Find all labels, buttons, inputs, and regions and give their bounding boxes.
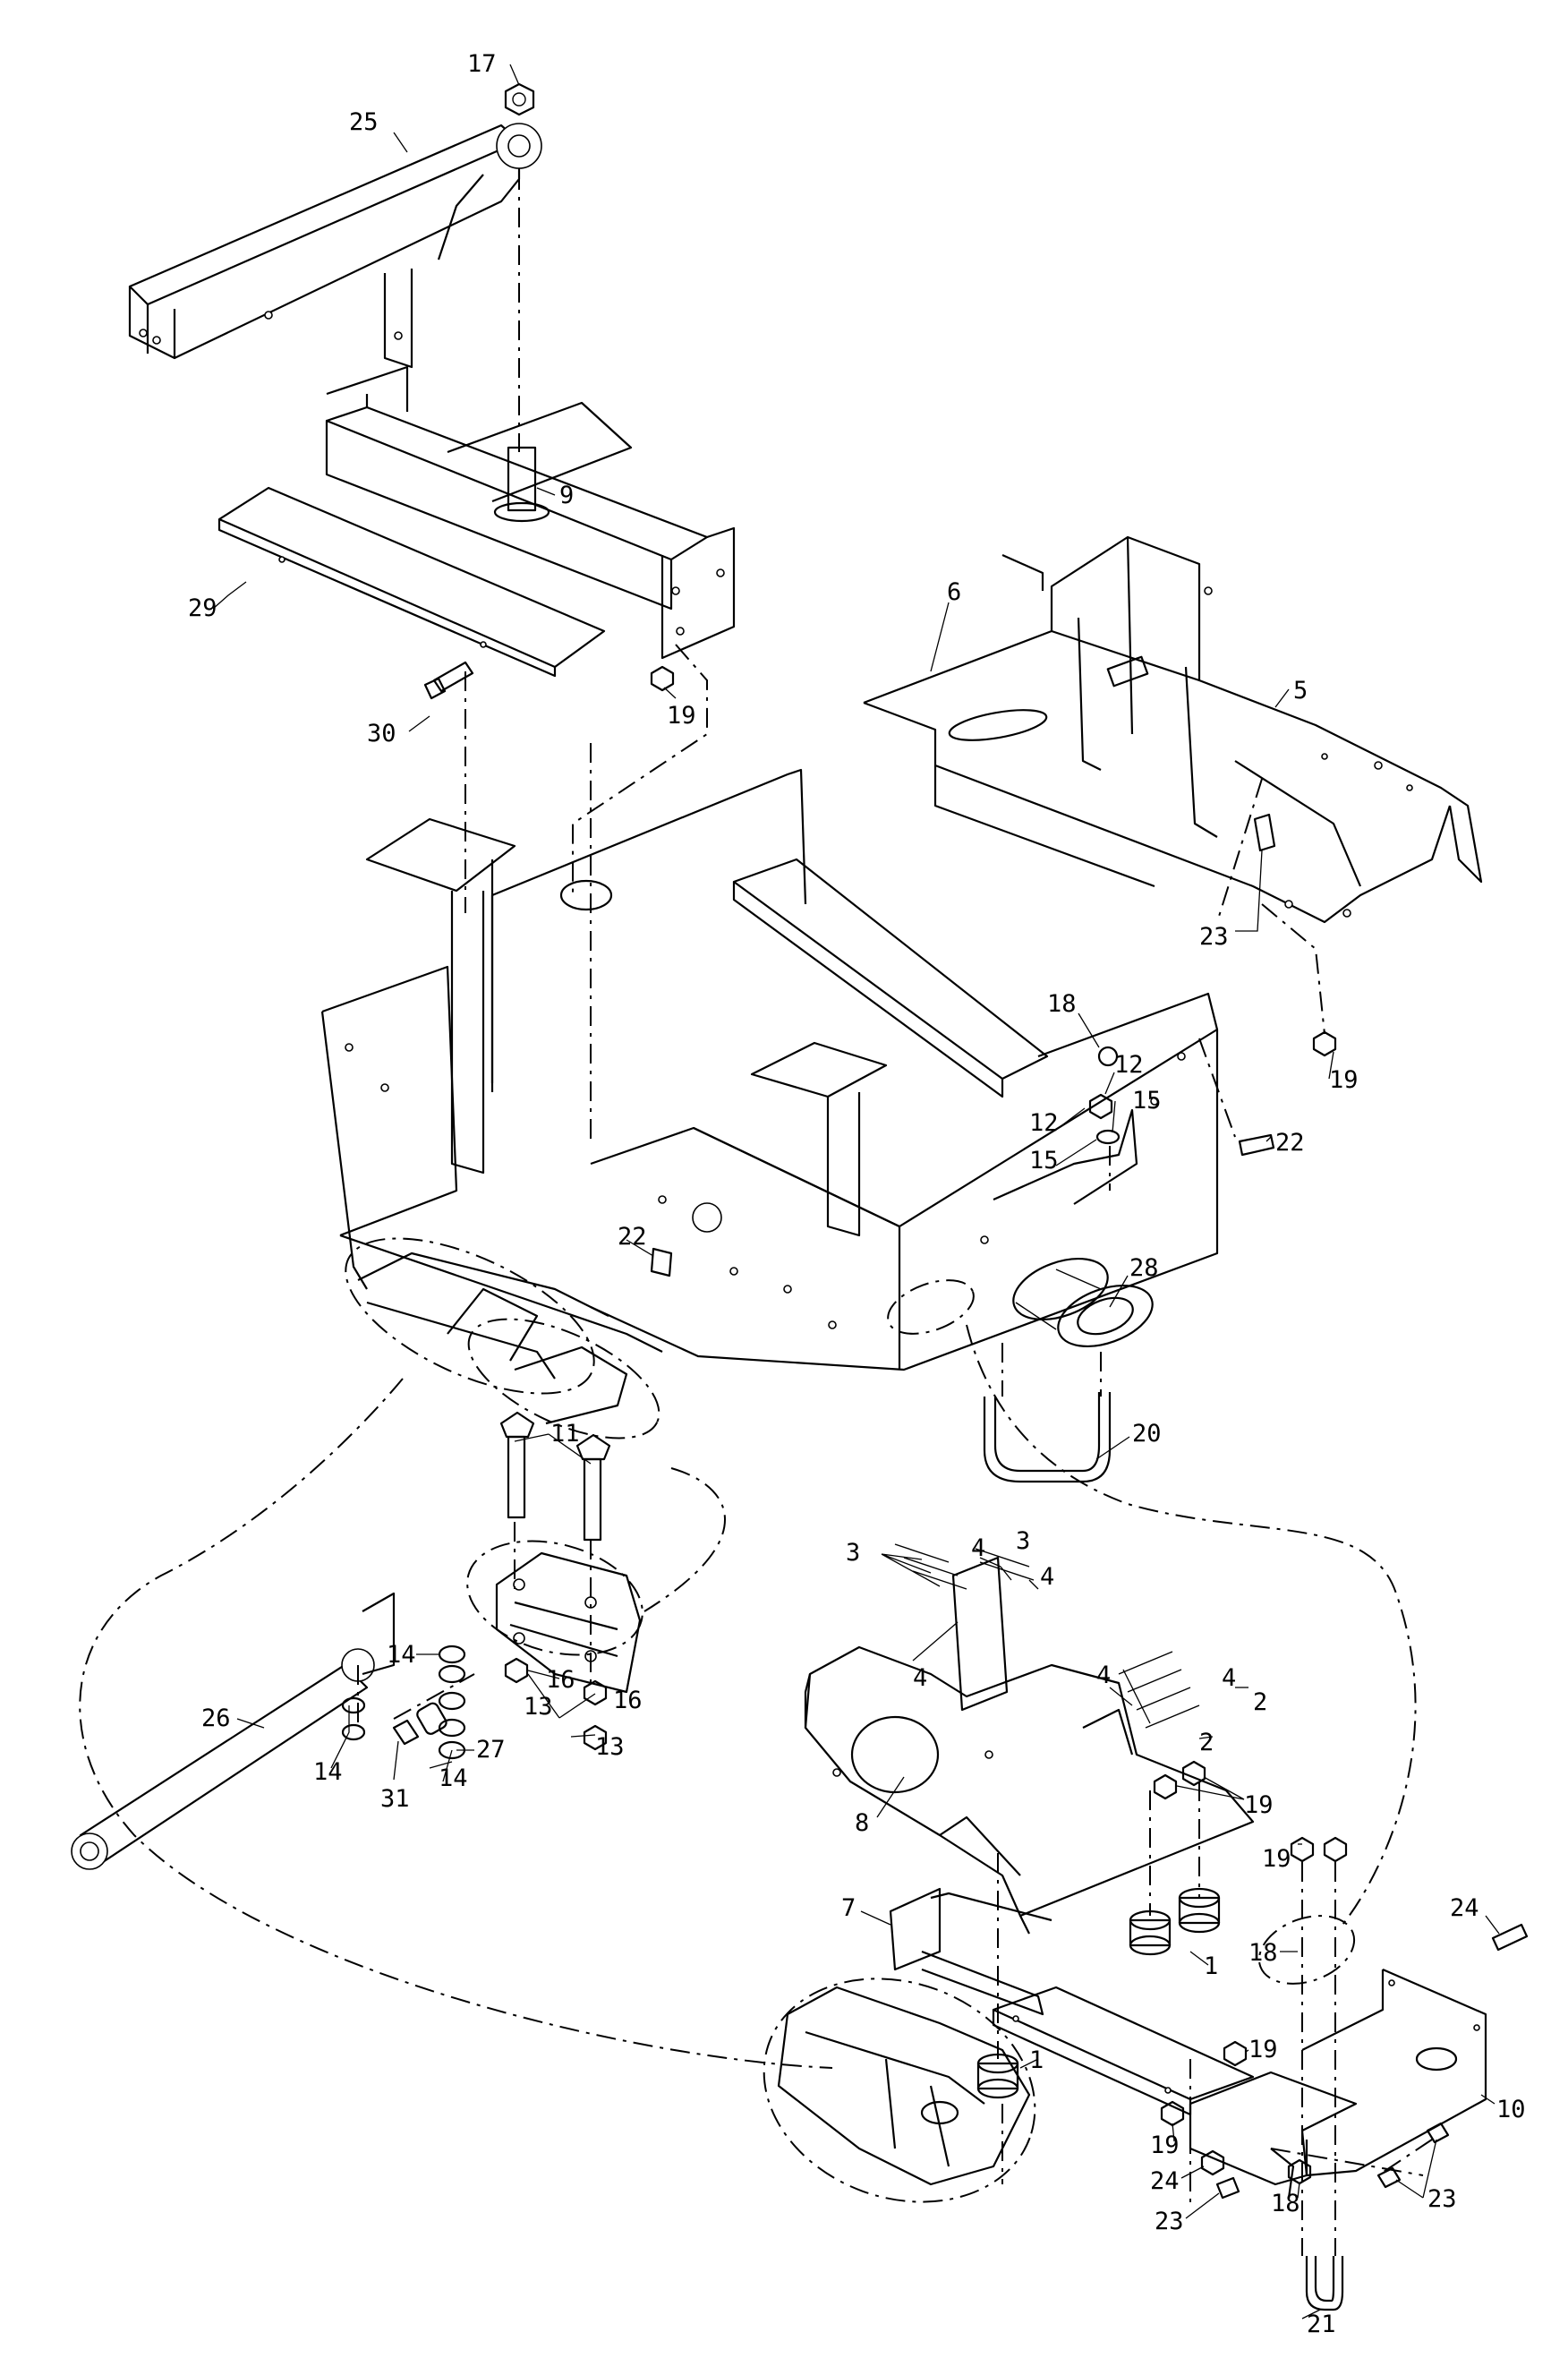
callout-1: 1 — [1204, 1952, 1218, 1980]
callout-10: 10 — [1496, 2096, 1526, 2123]
callout-23: 23 — [1199, 923, 1229, 951]
part-1-rubber-mounts — [976, 1887, 1221, 2099]
callout-5: 5 — [1293, 677, 1308, 705]
callout-23: 23 — [1155, 2208, 1184, 2235]
callout-13: 13 — [524, 1693, 553, 1721]
part-18-19-nuts-lower — [1153, 1760, 1348, 2185]
callout-28: 28 — [1129, 1254, 1159, 1282]
part-18-nut-chassis — [1097, 1046, 1119, 1067]
callout-23: 23 — [1427, 2185, 1457, 2213]
part-12-washer — [1088, 1093, 1113, 1120]
callout-3: 3 — [1016, 1527, 1030, 1555]
callout-19: 19 — [1244, 1791, 1274, 1819]
part-21-u-bolt — [1305, 2256, 1344, 2311]
callout-24: 24 — [1150, 2167, 1180, 2195]
callout-27: 27 — [476, 1736, 506, 1764]
callout-1: 1 — [1029, 2046, 1044, 2074]
part-24-bolts — [1200, 1923, 1529, 2176]
callout-4: 4 — [913, 1664, 927, 1692]
inset-bracket-left — [495, 1551, 642, 1694]
part-26-link-arm — [71, 1592, 396, 1870]
part-8-engine-plate — [804, 1556, 1255, 1935]
callout-19: 19 — [1150, 2132, 1180, 2159]
callout-2: 2 — [1199, 1729, 1214, 1756]
callout-14: 14 — [313, 1758, 343, 1786]
callout-19: 19 — [667, 702, 696, 730]
callout-18: 18 — [1248, 1939, 1278, 1967]
callout-7: 7 — [841, 1894, 856, 1922]
part-19-nut-top — [650, 665, 675, 692]
callout-11: 11 — [550, 1420, 580, 1448]
callout-6: 6 — [947, 578, 961, 606]
callout-15: 15 — [1132, 1087, 1162, 1115]
part-27-spacer — [416, 1702, 447, 1735]
callout-29: 29 — [188, 594, 217, 622]
callout-22: 22 — [1275, 1129, 1305, 1157]
callout-18: 18 — [1047, 990, 1077, 1018]
callout-4: 4 — [971, 1534, 985, 1562]
part-3-4-bolts-upper — [894, 1543, 1200, 1729]
callout-4: 4 — [1096, 1662, 1111, 1689]
part-15-washer — [1095, 1129, 1121, 1145]
callout-17: 17 — [467, 50, 497, 78]
callout-leaders — [212, 64, 1500, 2319]
callout-3: 3 — [846, 1539, 860, 1567]
callout-19: 19 — [1248, 2036, 1278, 2063]
assembly-center-lines — [357, 170, 1433, 2256]
callout-24: 24 — [1450, 1894, 1479, 1922]
part-30-bolt — [423, 661, 474, 700]
callout-13: 13 — [595, 1733, 625, 1761]
callout-18: 18 — [1271, 2190, 1300, 2217]
callout-30: 30 — [367, 720, 396, 748]
callout-16: 16 — [546, 1666, 575, 1694]
part-22-bolt-left — [650, 1247, 673, 1277]
part-14-washers — [341, 1645, 466, 1760]
part-13-16-nuts — [504, 1657, 608, 1751]
part-7-mount-plate — [889, 1887, 1255, 2116]
callout-21: 21 — [1307, 2311, 1336, 2338]
callout-15: 15 — [1029, 1147, 1059, 1175]
part-25-pivot-arm — [128, 123, 542, 369]
part-19-nut-right — [1312, 1030, 1337, 1057]
callout-16: 16 — [613, 1687, 643, 1714]
part-22-bolt-right — [1238, 1133, 1275, 1157]
callout-4: 4 — [1222, 1664, 1236, 1692]
part-28-bushing — [1012, 1258, 1154, 1347]
callout-8: 8 — [855, 1809, 869, 1837]
part-29-angle-plate — [217, 486, 606, 678]
inset-detail-left-frame — [357, 1252, 628, 1425]
part-31-bolt — [392, 1719, 420, 1746]
part-9-pivot-tube — [325, 365, 736, 660]
callout-9: 9 — [559, 482, 574, 509]
inset-detail-lower — [777, 1986, 1031, 2186]
callout-12: 12 — [1114, 1051, 1144, 1079]
callout-19: 19 — [1262, 1845, 1291, 1873]
part-23-bolts-lower — [1215, 2122, 1450, 2200]
part-5-rear-frame — [863, 535, 1483, 924]
part-20-u-bolt — [983, 1392, 1112, 1483]
callout-25: 25 — [349, 108, 379, 136]
callout-31: 31 — [380, 1785, 410, 1813]
callout-26: 26 — [201, 1704, 231, 1732]
highlight-outlines — [79, 778, 1417, 2203]
part-6-main-chassis — [320, 768, 1219, 1371]
callout-14: 14 — [439, 1764, 468, 1792]
callout-22: 22 — [618, 1223, 647, 1251]
callout-labels: 17 25 9 29 30 19 5 6 23 18 19 12 15 12 1… — [188, 50, 1526, 2338]
part-17-nut — [504, 82, 535, 116]
callout-20: 20 — [1132, 1420, 1162, 1448]
callout-12: 12 — [1029, 1109, 1059, 1137]
callout-4: 4 — [1040, 1563, 1054, 1591]
callout-19: 19 — [1329, 1066, 1359, 1094]
callout-14: 14 — [387, 1641, 416, 1669]
callout-2: 2 — [1253, 1688, 1267, 1716]
part-11-bolts — [499, 1411, 611, 1542]
part-23-bolt-upper — [1253, 813, 1276, 852]
